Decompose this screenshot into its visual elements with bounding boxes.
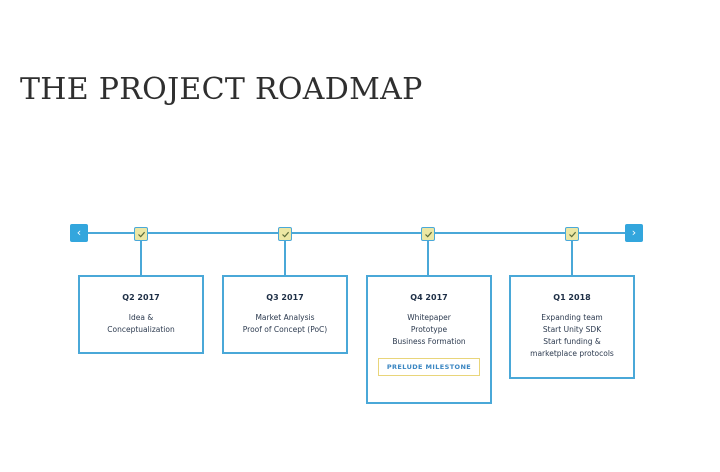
checkmark-icon	[421, 227, 435, 241]
milestone-line: Start funding &	[543, 337, 601, 346]
milestone-line: Conceptualization	[107, 325, 175, 334]
chevron-left-icon[interactable]: ‹	[70, 224, 88, 242]
milestone-quarter: Q1 2018	[553, 293, 591, 302]
page-title: THE PROJECT ROADMAP	[20, 72, 423, 107]
milestone-line: Start Unity SDK	[542, 325, 602, 334]
checkmark-icon	[134, 227, 148, 241]
milestone-line: Proof of Concept (PoC)	[242, 325, 328, 334]
milestone-quarter: Q3 2017	[266, 293, 304, 302]
milestone-quarter: Q4 2017	[410, 293, 448, 302]
milestone-card-q2-2017: Q2 2017 Idea & Conceptualization	[78, 275, 204, 354]
milestone-line: Business Formation	[392, 337, 466, 346]
timeline-connector	[140, 241, 142, 275]
milestone-badge: PRELUDE MILESTONE	[377, 358, 481, 376]
milestone-line: Market Analysis	[255, 313, 315, 322]
timeline-connector	[571, 241, 573, 275]
checkmark-icon	[278, 227, 292, 241]
milestone-card-q1-2018: Q1 2018 Expanding team Start Unity SDK S…	[509, 275, 635, 379]
milestone-line: Idea &	[128, 313, 154, 322]
milestone-quarter: Q2 2017	[122, 293, 160, 302]
milestone-line: Expanding team	[541, 313, 603, 322]
milestone-card-q3-2017: Q3 2017 Market Analysis Proof of Concept…	[222, 275, 348, 354]
milestone-card-q4-2017: Q4 2017 Whitepaper Prototype Business Fo…	[366, 275, 492, 404]
timeline-connector	[284, 241, 286, 275]
timeline-connector	[427, 241, 429, 275]
milestone-line: Prototype	[410, 325, 448, 334]
milestone-line: marketplace protocols	[530, 349, 614, 358]
chevron-right-icon[interactable]: ›	[625, 224, 643, 242]
checkmark-icon	[565, 227, 579, 241]
milestone-line: Whitepaper	[407, 313, 451, 322]
timeline-line	[88, 232, 626, 234]
